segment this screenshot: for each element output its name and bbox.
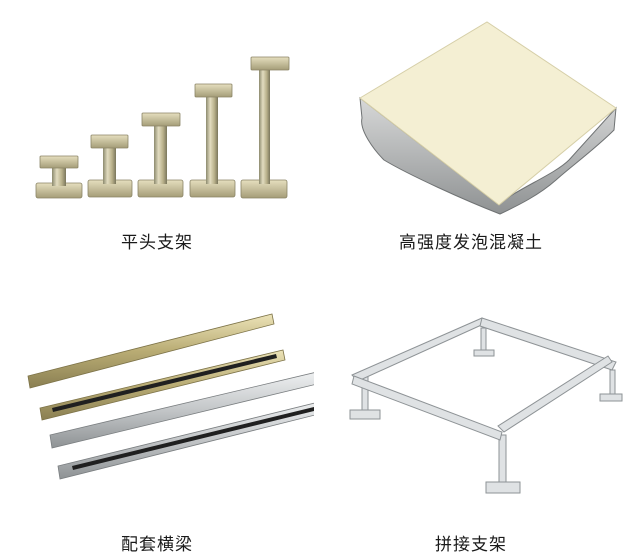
product-card-stringer-beams: 配套横梁 xyxy=(0,280,314,559)
pedestal-medium-2 xyxy=(137,112,184,198)
product-card-foam-concrete: 高强度发泡混凝土 xyxy=(314,0,628,279)
stringer-beams-image xyxy=(27,313,314,480)
foam-concrete-panel-image xyxy=(359,21,617,215)
product-caption: 配套横梁 xyxy=(121,535,193,555)
pedestal-short xyxy=(35,155,83,199)
product-caption: 拼接支架 xyxy=(435,535,507,555)
spliced-frame-image xyxy=(349,317,623,494)
pedestal-tall-2 xyxy=(240,56,290,199)
product-caption: 高强度发泡混凝土 xyxy=(399,233,543,253)
pedestal-tall-1 xyxy=(189,83,236,198)
pedestal-medium-1 xyxy=(87,134,133,198)
product-caption: 平头支架 xyxy=(121,233,193,253)
product-card-spliced-frame: 拼接支架 xyxy=(314,280,628,559)
product-card-pedestal-supports: 平头支架 xyxy=(0,0,314,279)
pedestal-supports-image xyxy=(35,56,290,199)
